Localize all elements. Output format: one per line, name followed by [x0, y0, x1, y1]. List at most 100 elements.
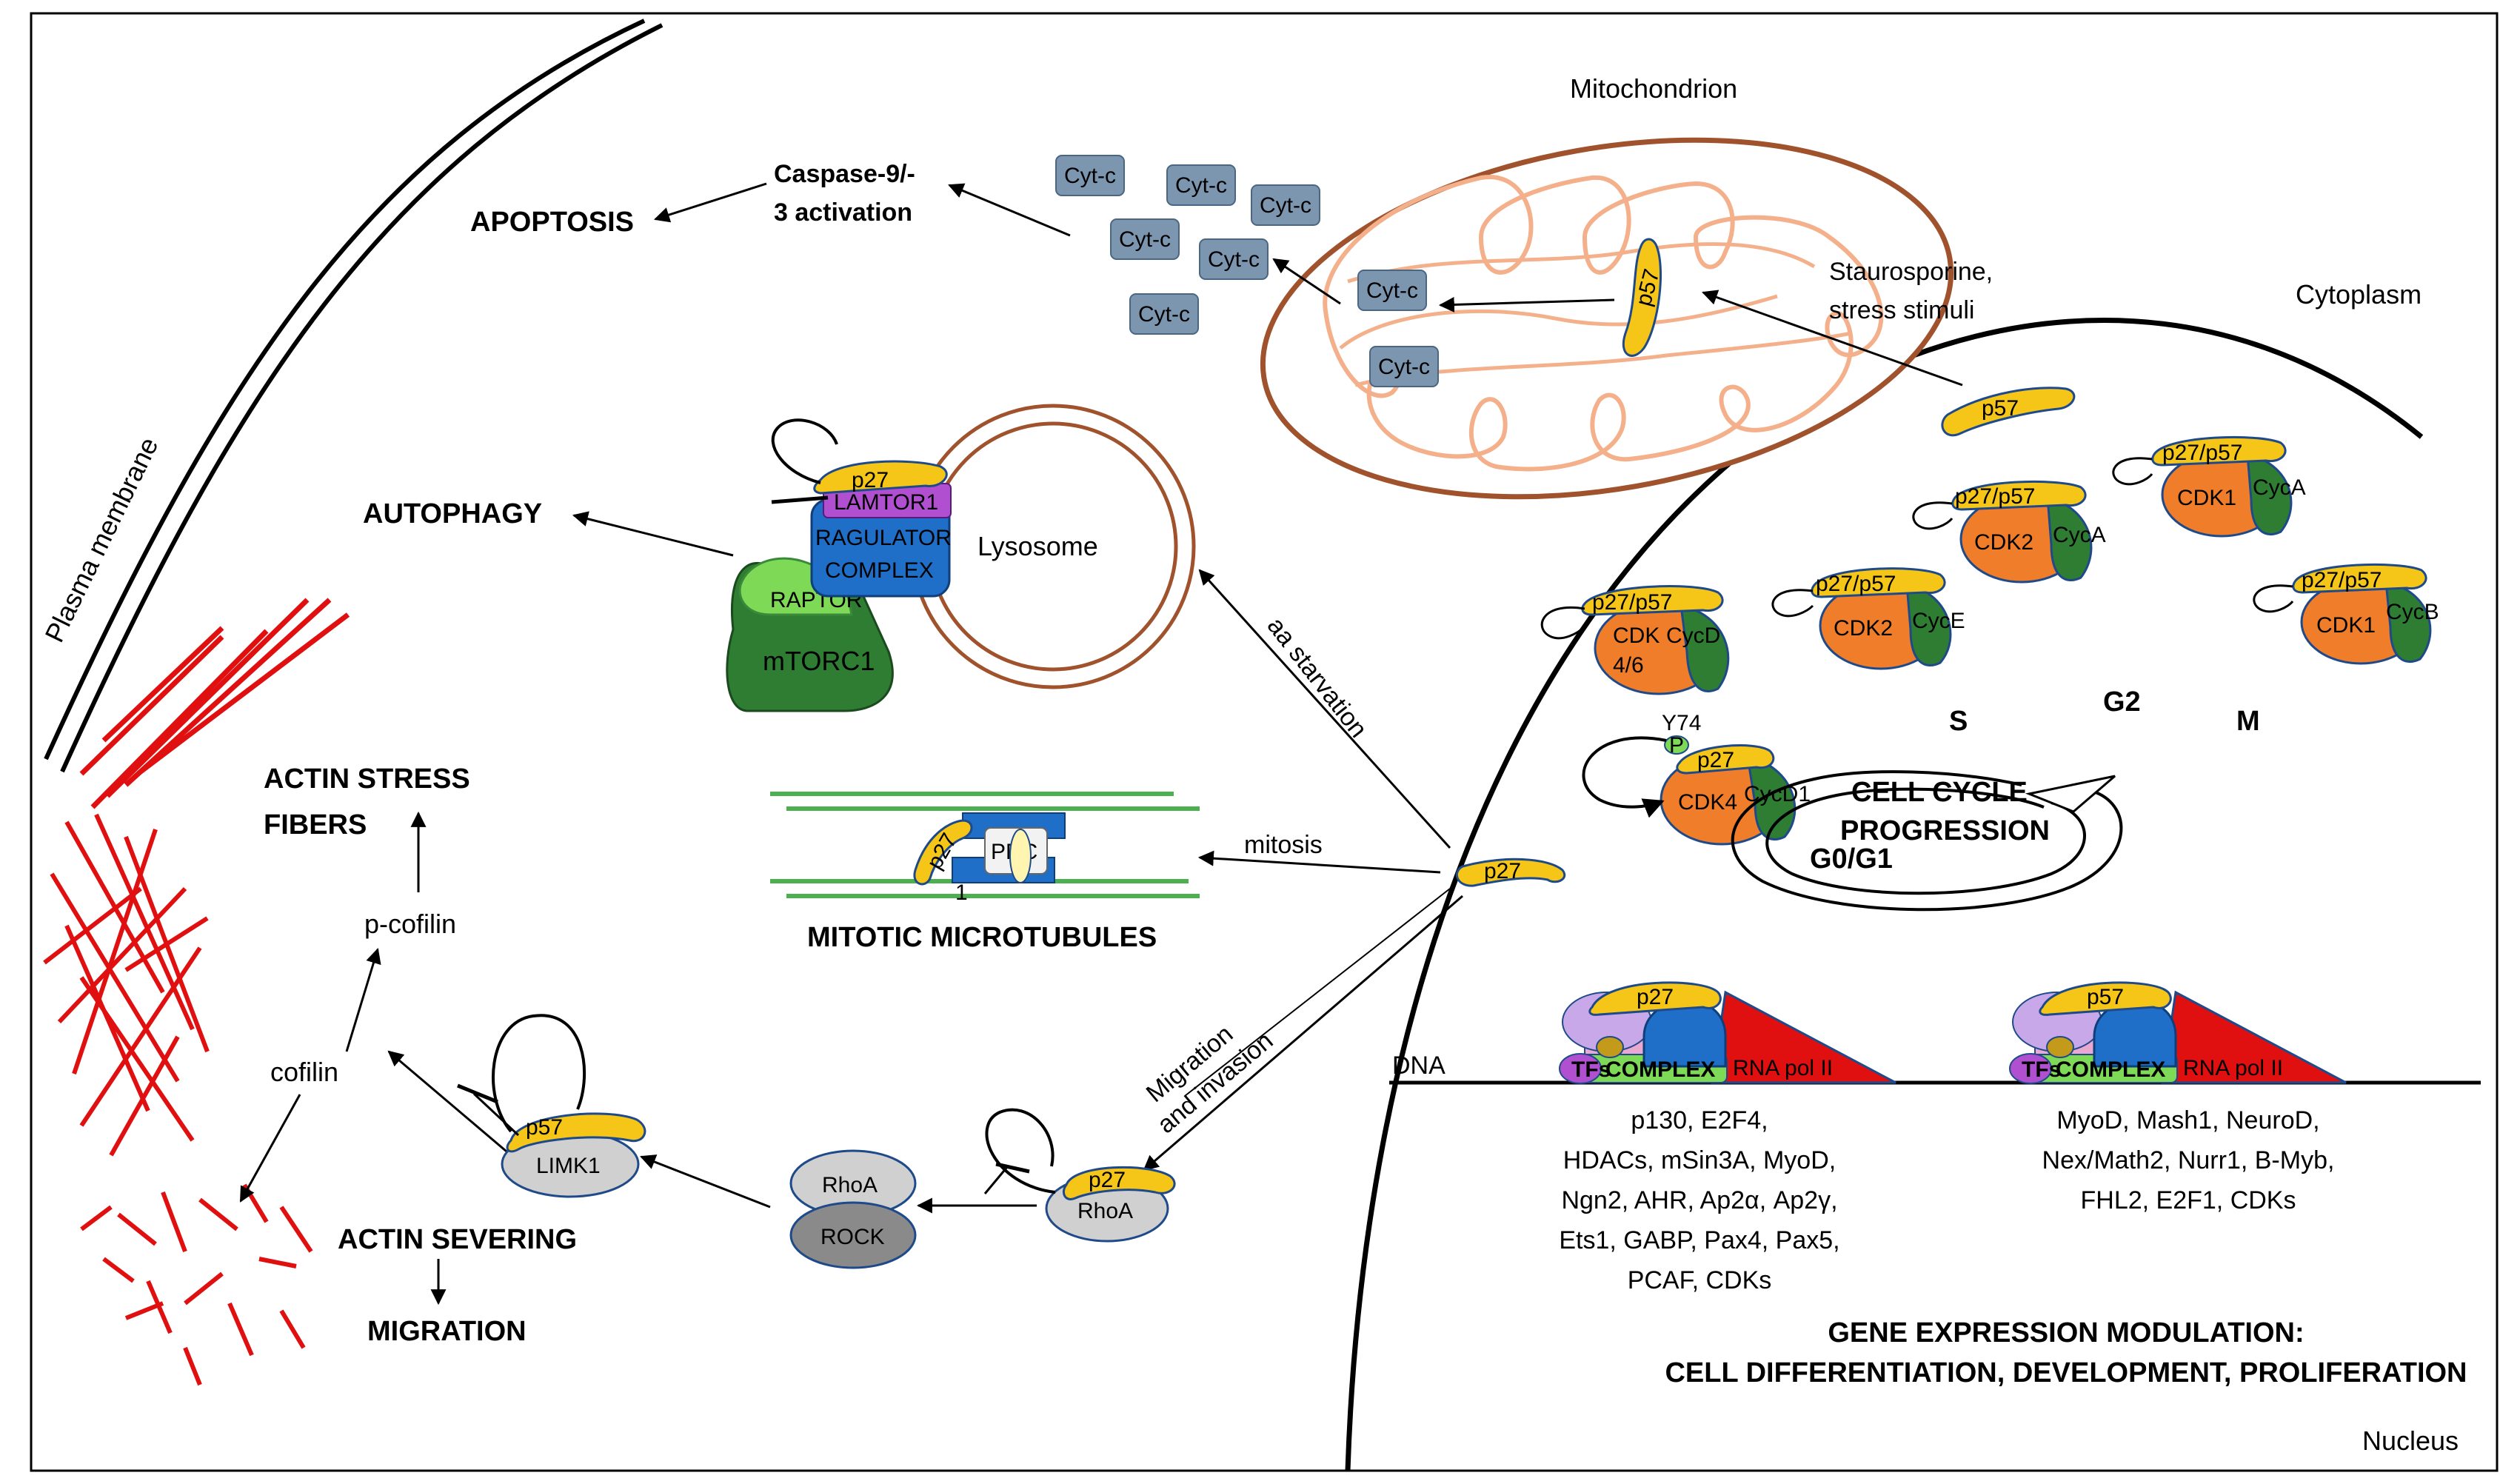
p57-mitochondrial: p57 — [1622, 238, 1665, 357]
cyce-label: CycE — [1912, 609, 1965, 633]
phospho-label: P — [1669, 733, 1684, 758]
migration-label: MIGRATION — [367, 1316, 527, 1347]
cofilin-pathway: cofilin p-cofilin ACTIN SEVERING MIGRATI… — [239, 811, 577, 1347]
phase-g0g1: G0/G1 — [1810, 843, 1893, 875]
p27-label: p27 — [1697, 748, 1734, 772]
phase-m: M — [2236, 706, 2260, 737]
p27-target-line: Ets1, GABP, Pax4, Pax5, — [1559, 1226, 1839, 1254]
cdk4-cycd1-complex: CDK4 CycD1 p27 P Y74 — [1582, 711, 1811, 846]
mitochondrion-label: Mitochondrion — [1570, 73, 1737, 104]
p27p57-label: p27/p57 — [1955, 484, 2035, 509]
prc1-number: 1 — [955, 880, 968, 905]
gene-expression-label-2: CELL DIFFERENTIATION, DEVELOPMENT, PROLI… — [1665, 1357, 2467, 1388]
p57-cytoplasmic: p57 — [1941, 387, 2076, 437]
cytc-label: Cyt-c — [1208, 247, 1260, 272]
gene-expression-label-1: GENE EXPRESSION MODULATION: — [1828, 1317, 2304, 1348]
tf-complex-label: COMPLEX — [1605, 1057, 1715, 1082]
cytc-label: Cyt-c — [1138, 302, 1190, 327]
p27-label: p27 — [1484, 859, 1521, 883]
cdk2-cyce-complex: CDK2 CycE p27/p57 — [1771, 567, 1965, 670]
actin-stress-fibers-label-1: ACTIN STRESS — [264, 763, 470, 795]
cell-cycle: CELL CYCLE PROGRESSION S G2 M G0/G1 — [1731, 686, 2260, 912]
ragulator-label: RAGULATOR — [815, 526, 952, 550]
p27-label: p27 — [1637, 985, 1674, 1009]
cdk2-cyca-complex: CDK2 CycA p27/p57 — [1912, 480, 2106, 584]
autophagy-module: Lysosome RAPTOR mTORC1 RAGULATOR COMPLEX… — [363, 404, 1196, 712]
nucleus-label: Nucleus — [2362, 1425, 2459, 1456]
autophagy-label: AUTOPHAGY — [363, 498, 542, 529]
p27-label: p27 — [1089, 1168, 1126, 1192]
cycb-label: CycB — [2386, 600, 2439, 624]
rhoa-rock-complex: RhoA ROCK — [789, 1149, 1037, 1269]
cytc-label: Cyt-c — [1064, 164, 1116, 188]
p27-targets: p130, E2F4, HDACs, mSin3A, MyoD, Ngn2, A… — [1559, 1106, 1839, 1294]
p27p57-label: p27/p57 — [2302, 568, 2382, 592]
rhoa-label: RhoA — [822, 1173, 878, 1197]
actin-stress-fibers-label-2: FIBERS — [264, 809, 367, 840]
rock-label: ROCK — [820, 1225, 885, 1249]
p57-target-line: FHL2, E2F1, CDKs — [2081, 1186, 2296, 1214]
cyca-label: CycA — [2053, 523, 2106, 547]
apoptosis-pathway: APOPTOSIS Caspase-9/- 3 activation Staur… — [470, 160, 1993, 387]
cytoplasm-label: Cytoplasm — [2296, 279, 2422, 310]
cdk2-label: CDK2 — [1974, 530, 2033, 555]
cdk46-label-b: 4/6 — [1613, 653, 1644, 678]
plasma-membrane: Plasma membrane — [39, 19, 664, 773]
cycd-label: CycD — [1666, 624, 1720, 648]
cytc-label: Cyt-c — [1366, 278, 1418, 303]
cell-cycle-label-2: PROGRESSION — [1840, 815, 2050, 846]
cyca-label: CycA — [2253, 475, 2306, 500]
p57-targets: MyoD, Mash1, NeuroD, Nex/Math2, Nurr1, B… — [2042, 1106, 2335, 1214]
transcription-complex-p27: p27 TFs COMPLEX RNA pol II — [1559, 981, 1896, 1084]
cytochrome-c-cluster: Cyt-c Cyt-c Cyt-c Cyt-c Cyt-c Cyt-c Cyt-… — [1055, 155, 1439, 387]
p57-target-line: MyoD, Mash1, NeuroD, — [2056, 1106, 2319, 1134]
cdk1-label: CDK1 — [2316, 613, 2376, 638]
p57-limk1-complex: LIMK1 p57 — [457, 1014, 771, 1209]
actin-stress-fibers — [79, 598, 350, 809]
cytc-label: Cyt-c — [1260, 193, 1311, 218]
tfs-label: TFs — [1571, 1057, 1611, 1082]
mitosis-label: mitosis — [1244, 831, 1323, 859]
outer-frame — [30, 12, 2499, 1472]
caspase-label-2: 3 activation — [774, 198, 912, 227]
y74-label: Y74 — [1662, 711, 1701, 735]
p27-target-line: Ngn2, AHR, Ap2α, Ap2γ, — [1561, 1186, 1837, 1214]
cdk2-label: CDK2 — [1834, 616, 1893, 641]
caspase-label-1: Caspase-9/- — [774, 160, 915, 188]
cdk1-cycb-complex: CDK1 CycB p27/p57 — [2253, 563, 2439, 665]
p27-central: p27 aa starvation mitosis Migration and … — [1141, 569, 1565, 1172]
p57-label: p57 — [2087, 985, 2124, 1009]
nucleus-envelope — [1345, 318, 2424, 1471]
p57-label: p57 — [1982, 396, 2019, 421]
apoptosis-label: APOPTOSIS — [470, 207, 634, 238]
tf-complex-label: COMPLEX — [2056, 1057, 2165, 1082]
cdk1-label: CDK1 — [2177, 486, 2236, 510]
cdk46-cycd-complex: CDK 4/6 CycD p27/p57 — [1540, 585, 1730, 695]
p27p57-label: p27/p57 — [1816, 572, 1896, 596]
p27-label: p27 — [852, 468, 889, 492]
limk1-label: LIMK1 — [536, 1154, 601, 1178]
p27-target-line: HDACs, mSin3A, MyoD, — [1563, 1146, 1836, 1174]
p27-target-line: p130, E2F4, — [1631, 1106, 1768, 1134]
mitotic-microtubules-module: PRC 1 p27 MITOTIC MICROTUBULES — [770, 792, 1200, 953]
aa-starvation-label: aa starvation — [1262, 612, 1373, 743]
p27p57-label: p27/p57 — [2162, 441, 2242, 465]
mitotic-microtubules-label: MITOTIC MICROTUBULES — [807, 922, 1157, 953]
actin-fragments — [80, 1183, 313, 1386]
rnapol-label: RNA pol II — [1733, 1056, 1833, 1080]
p57-label: p57 — [526, 1115, 563, 1140]
stress-label-1: Staurosporine, — [1829, 258, 1993, 286]
mitochondrion: Mitochondrion — [1260, 73, 1954, 500]
cdk1-cyca-complex: CDK1 CycA p27/p57 — [2112, 435, 2306, 538]
p27-rhoa-complex: RhoA p27 — [983, 1108, 1176, 1243]
cell-cycle-label-1: CELL CYCLE — [1851, 777, 2028, 808]
p57-target-line: Nex/Math2, Nurr1, B-Myb, — [2042, 1146, 2335, 1174]
p-cofilin-label: p-cofilin — [364, 909, 456, 939]
cytc-label: Cyt-c — [1119, 227, 1171, 252]
cofilin-label: cofilin — [270, 1057, 338, 1087]
lysosome-label: Lysosome — [977, 531, 1098, 561]
phase-g2: G2 — [2103, 686, 2141, 718]
rhoa-label: RhoA — [1077, 1199, 1133, 1223]
